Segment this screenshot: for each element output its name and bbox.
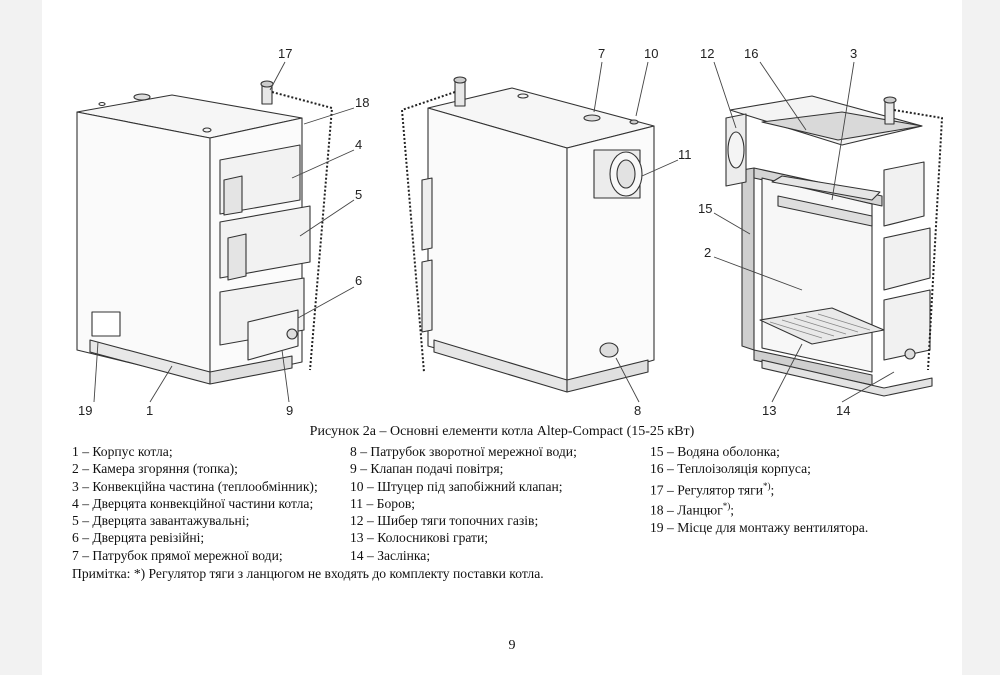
legend-item-punct: ; <box>770 482 775 498</box>
callout-2: 2 <box>704 245 712 260</box>
legend-item: 11 – Боров; <box>350 495 416 511</box>
legend-item: 4 – Дверцята конвекційної частини котла; <box>72 495 314 511</box>
callout-6: 6 <box>355 273 363 288</box>
callout-5: 5 <box>355 187 363 202</box>
callout-19: 19 <box>78 403 93 418</box>
legend-item: 15 – Водяна оболонка; <box>650 444 780 459</box>
callout-leaders <box>93 61 895 403</box>
boiler-drawings <box>76 61 943 403</box>
legend-item: 10 – Штуцер під запобіжний клапан; <box>350 478 563 494</box>
callout-9: 9 <box>286 403 294 418</box>
legend-item: 16 – Теплоізоляція корпуса; <box>650 461 811 477</box>
figure-caption: Рисунок 2а – Основні елементи котла Alte… <box>309 424 695 439</box>
callout-11: 11 <box>678 147 692 162</box>
legend-item: 13 – Колосникові грати; <box>350 530 489 546</box>
page-number: 9 <box>508 638 516 653</box>
legend-item: 14 – Заслінка; <box>350 547 431 563</box>
legend-item: 18 – Ланцюг*); <box>650 498 868 519</box>
legend-item: 17 – Регулятор тяги*); <box>650 478 868 499</box>
footnote-mark: *) <box>722 501 731 512</box>
legend-item: 5 – Дверцята завантажувальні; <box>72 513 250 529</box>
legend-item: 19 – Місце для монтажу вентилятора. <box>650 520 869 536</box>
legend-item-text: 18 – Ланцюг <box>650 502 723 518</box>
legend-item: 9 – Клапан подачі повітря; <box>350 461 504 477</box>
document-page: 17 18 4 5 6 9 1 19 7 10 11 8 12 16 3 15 … <box>42 0 962 675</box>
boiler-front-view <box>76 80 333 385</box>
callout-4: 4 <box>355 137 363 152</box>
legend-column-3: 15 – Водяна оболонка; 16 – Теплоізоляція… <box>650 443 868 537</box>
callout-8: 8 <box>634 403 642 418</box>
legend-item: 8 – Патрубок зворотної мережної води; <box>350 444 577 459</box>
legend-item: 12 – Шибер тяги топочних газів; <box>350 513 539 529</box>
boiler-rear-view <box>401 76 655 393</box>
callout-3: 3 <box>850 46 858 61</box>
boiler-figure: 17 18 4 5 6 9 1 19 7 10 11 8 12 16 3 15 … <box>42 0 962 422</box>
legend-item: 7 – Патрубок прямої мережної води; <box>72 547 283 563</box>
boiler-cutaway-view <box>725 95 943 397</box>
legend-item-text: 17 – Регулятор тяги <box>650 482 764 498</box>
legend-item: 6 – Дверцята ревізійні; <box>72 530 205 546</box>
callout-7: 7 <box>598 46 606 61</box>
callout-14: 14 <box>836 403 851 418</box>
callout-18: 18 <box>355 95 370 110</box>
callout-13: 13 <box>762 403 777 418</box>
footnote-mark: *) <box>763 480 771 491</box>
legend-column-2: 8 – Патрубок зворотної мережної води; 9 … <box>350 443 577 564</box>
legend-item: 1 – Корпус котла; <box>72 444 173 459</box>
legend-item: 3 – Конвекційна частина (теплообмінник); <box>72 478 318 494</box>
legend-item: 2 – Камера згоряння (топка); <box>72 461 238 477</box>
legend-item-punct: ; <box>730 502 735 518</box>
callout-12: 12 <box>700 46 715 61</box>
callout-17: 17 <box>278 46 293 61</box>
callout-15: 15 <box>698 201 713 216</box>
callout-1: 1 <box>146 403 154 418</box>
callout-16: 16 <box>744 46 759 61</box>
footnote: Примітка: *) Регулятор тяги з ланцюгом н… <box>72 566 544 581</box>
callout-10: 10 <box>644 46 659 61</box>
legend-column-1: 1 – Корпус котла; 2 – Камера згоряння (т… <box>72 443 318 564</box>
